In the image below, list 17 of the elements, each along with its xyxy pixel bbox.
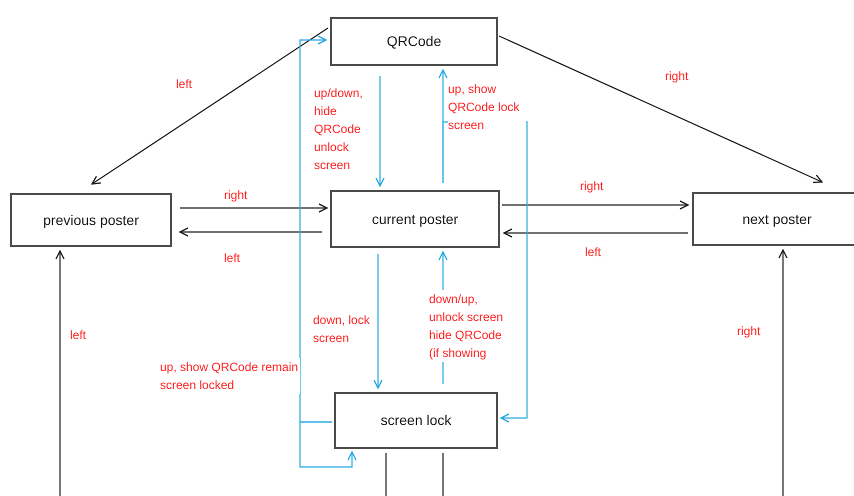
state-box: next poster: [692, 192, 854, 246]
arrow: [179, 227, 322, 237]
arrow: [55, 250, 65, 496]
state-box: screen lock: [334, 392, 498, 449]
arrow: [503, 228, 688, 238]
arrow: [502, 200, 689, 210]
arrow: [373, 254, 383, 389]
arrow: [180, 203, 328, 213]
arrow: [91, 28, 328, 185]
edge-label: up, show QRCode remain screen locked: [160, 358, 300, 394]
arrow: [299, 421, 357, 468]
state-box: QRCode: [330, 17, 498, 66]
arrow: [778, 249, 788, 496]
arrow: [498, 35, 823, 183]
arrow: [375, 76, 385, 187]
state-box: previous poster: [10, 193, 172, 247]
state-box: current poster: [330, 190, 500, 248]
